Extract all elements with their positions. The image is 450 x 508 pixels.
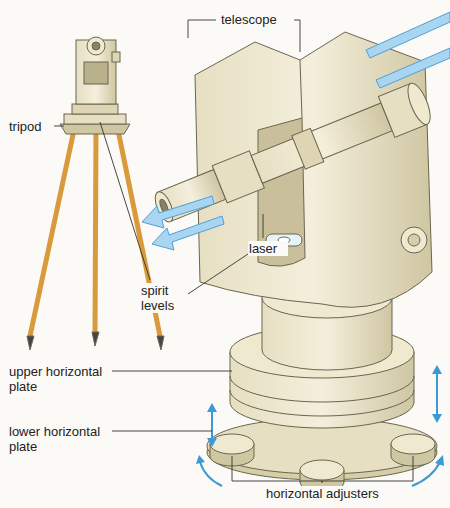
part-label: horizontal adjusters	[265, 486, 380, 501]
leader-line	[53, 20, 413, 483]
part-label: lower horizontal plate	[8, 424, 110, 454]
adjustment-arrow	[196, 365, 444, 486]
part-label: spirit levels	[140, 283, 186, 313]
theodolite-figure	[149, 32, 437, 492]
part-label: tripod	[8, 119, 54, 134]
part-label: telescope	[220, 12, 294, 27]
adjuster-knob	[210, 434, 435, 492]
laser-beam	[142, 12, 450, 250]
part-label: upper horizontal plate	[8, 364, 110, 394]
part-label: laser	[248, 241, 288, 256]
